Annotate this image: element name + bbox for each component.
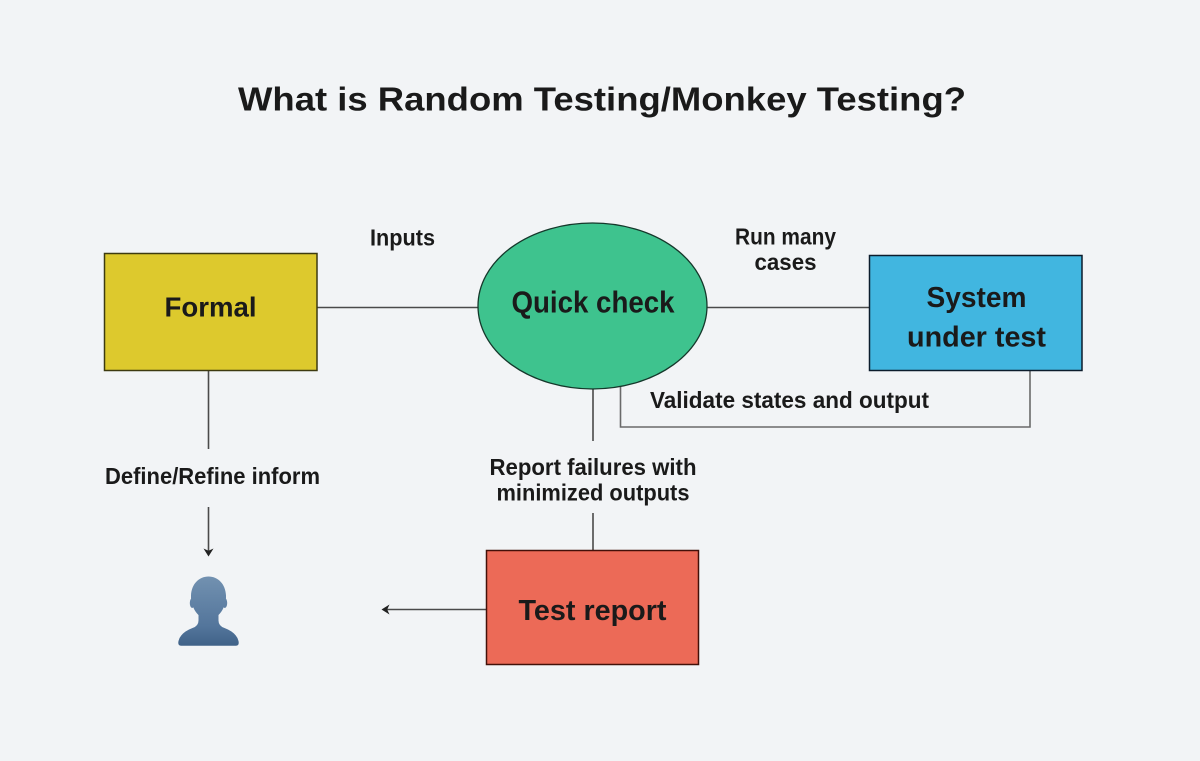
svg-text:under test: under test	[907, 322, 1046, 354]
svg-text:Inputs: Inputs	[370, 225, 435, 251]
svg-text:Formal: Formal	[165, 292, 257, 323]
svg-text:Define/Refine inform: Define/Refine inform	[105, 463, 320, 489]
svg-text:cases: cases	[755, 249, 817, 275]
svg-text:What is Random Testing/Monkey: What is Random Testing/Monkey Testing?	[238, 81, 966, 118]
svg-text:Report failures with: Report failures with	[490, 454, 697, 480]
svg-text:Run many: Run many	[735, 223, 836, 249]
svg-text:System: System	[927, 282, 1027, 314]
svg-text:Test report: Test report	[519, 595, 667, 627]
svg-text:Validate states and output: Validate states and output	[650, 387, 929, 413]
svg-text:Quick check: Quick check	[512, 285, 676, 320]
svg-text:minimized outputs: minimized outputs	[497, 479, 690, 505]
